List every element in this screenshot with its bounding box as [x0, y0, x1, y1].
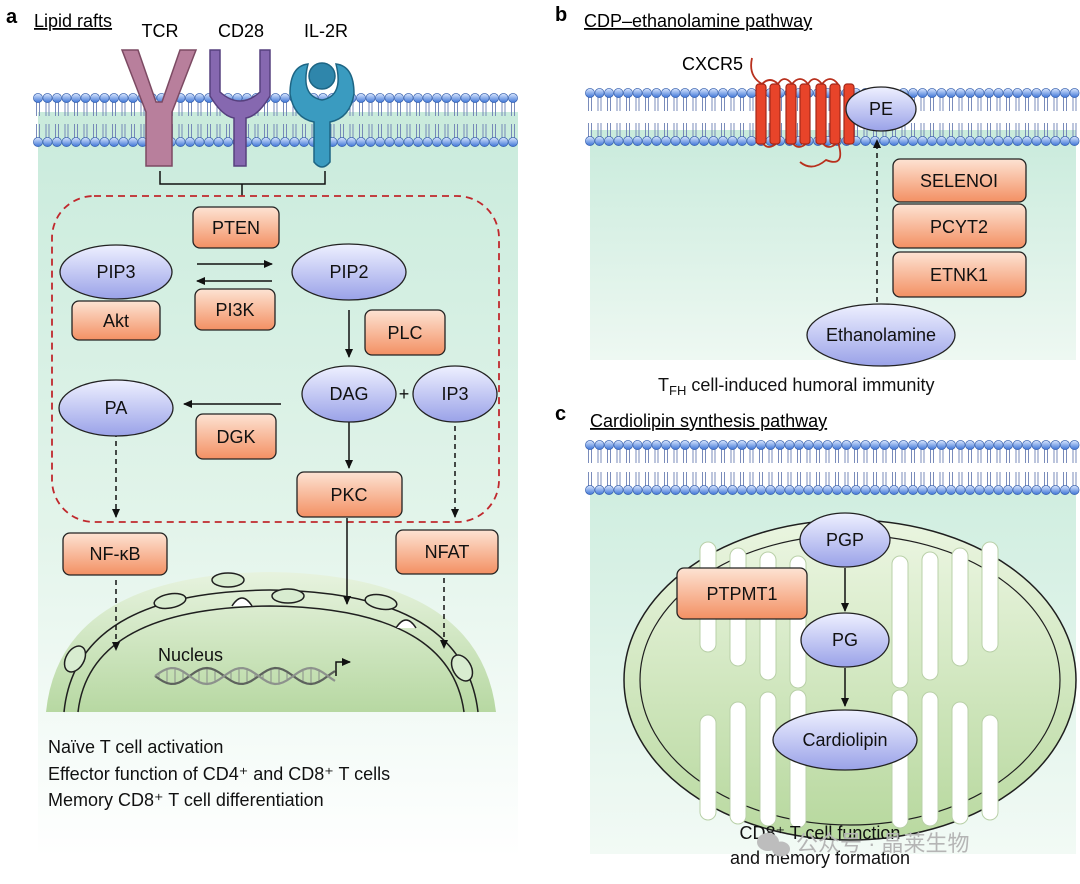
- pgp-label: PGP: [826, 530, 864, 550]
- pi3k-box: PI3K: [194, 288, 276, 331]
- watermark: 公众号 · 晶莱生物: [757, 831, 970, 857]
- cardiolipin-ellipse: Cardiolipin: [772, 709, 918, 771]
- akt-label: Akt: [103, 311, 129, 331]
- pten-box: PTEN: [192, 206, 280, 249]
- pkc-box: PKC: [296, 471, 403, 518]
- panel-b-outcome-t: T: [658, 375, 669, 395]
- tcr-label: TCR: [142, 21, 179, 41]
- il2r-label: IL-2R: [304, 21, 348, 41]
- panel-c-title: Cardiolipin synthesis pathway: [590, 411, 827, 431]
- pe-label: PE: [869, 99, 893, 119]
- pg-label: PG: [832, 630, 858, 650]
- nfat-label: NFAT: [425, 542, 470, 562]
- akt-box: Akt: [71, 300, 161, 341]
- il2-ligand-icon: [308, 62, 336, 90]
- dgk-label: DGK: [216, 427, 255, 447]
- pi3k-label: PI3K: [215, 300, 254, 320]
- pcyt2-box: PCYT2: [892, 203, 1027, 249]
- nfat-box: NFAT: [395, 529, 499, 575]
- panel-a-letter: a: [6, 6, 18, 28]
- pip3-label: PIP3: [96, 262, 135, 282]
- nuclear-envelope-outer: [63, 589, 479, 713]
- panel-c-letter: c: [555, 403, 566, 425]
- pcyt2-label: PCYT2: [930, 217, 988, 237]
- pg-ellipse: PG: [800, 612, 890, 668]
- panel-b-outcome: TFH cell-induced humoral immunity: [658, 375, 934, 398]
- watermark-text: 公众号 · 晶莱生物: [796, 831, 970, 856]
- panel-b-title: CDP–ethanolamine pathway: [584, 11, 812, 31]
- nfkb-label: NF-κB: [90, 544, 141, 564]
- panel-c-membrane: [585, 440, 1080, 495]
- lipid-raft-boundary: [51, 195, 500, 523]
- outcome-line-1: Naïve T cell activation: [48, 737, 223, 757]
- receptor-bracket: [159, 171, 326, 196]
- ptpmt1-label: PTPMT1: [706, 584, 777, 604]
- pa-label: PA: [105, 398, 128, 418]
- etnk1-box: ETNK1: [892, 251, 1027, 298]
- pip2-ellipse: PIP2: [291, 243, 407, 301]
- dgk-box: DGK: [195, 413, 277, 460]
- wechat-icon: [757, 833, 790, 857]
- panel-b-outcome-rest: cell-induced humoral immunity: [686, 375, 934, 395]
- pten-label: PTEN: [212, 218, 260, 238]
- ethanolamine-ellipse: Ethanolamine: [806, 303, 956, 367]
- nuclear-envelope-inner: [77, 605, 465, 713]
- tcr-receptor-icon: [120, 49, 198, 167]
- ip3-ellipse: IP3: [412, 365, 498, 423]
- dag-label: DAG: [329, 384, 368, 404]
- outcome-line-2: Effector function of CD4⁺ and CD8⁺ T cel…: [48, 764, 390, 784]
- pip3-ellipse: PIP3: [59, 244, 173, 300]
- transcription-start-arrow: [335, 658, 351, 676]
- dna-helix-icon: [154, 666, 336, 686]
- pkc-label: PKC: [330, 485, 367, 505]
- pe-ellipse: PE: [845, 86, 917, 132]
- plus-sign: +: [399, 384, 410, 404]
- pa-ellipse: PA: [58, 379, 174, 437]
- panel-b-letter: b: [555, 4, 567, 26]
- plc-label: PLC: [387, 323, 422, 343]
- panel-c-outcome-1: CD8⁺ T cell function: [740, 823, 901, 843]
- nuclear-envelope-bumps: [231, 597, 417, 629]
- cd28-receptor-icon: [209, 49, 271, 167]
- ptpmt1-box: PTPMT1: [676, 567, 808, 620]
- il2r-receptor-icon: [289, 63, 355, 168]
- panel-b-outcome-fh: FH: [669, 383, 686, 398]
- selenoi-label: SELENOI: [920, 171, 998, 191]
- nfkb-box: NF-κB: [62, 532, 168, 576]
- cxcr5-label: CXCR5: [682, 54, 743, 74]
- outcome-line-3: Memory CD8⁺ T cell differentiation: [48, 790, 324, 810]
- nuclear-pores: [63, 572, 474, 682]
- ethanolamine-label: Ethanolamine: [826, 325, 936, 345]
- cd28-label: CD28: [218, 21, 264, 41]
- etnk1-label: ETNK1: [930, 265, 988, 285]
- dag-ellipse: DAG: [301, 365, 397, 423]
- cardiolipin-label: Cardiolipin: [802, 730, 887, 750]
- panel-a-title: Lipid rafts: [34, 11, 112, 31]
- selenoi-box: SELENOI: [892, 158, 1027, 203]
- pgp-ellipse: PGP: [799, 512, 891, 568]
- pip2-label: PIP2: [329, 262, 368, 282]
- ip3-label: IP3: [441, 384, 468, 404]
- plc-box: PLC: [364, 309, 446, 356]
- nucleus-label: Nucleus: [158, 645, 223, 665]
